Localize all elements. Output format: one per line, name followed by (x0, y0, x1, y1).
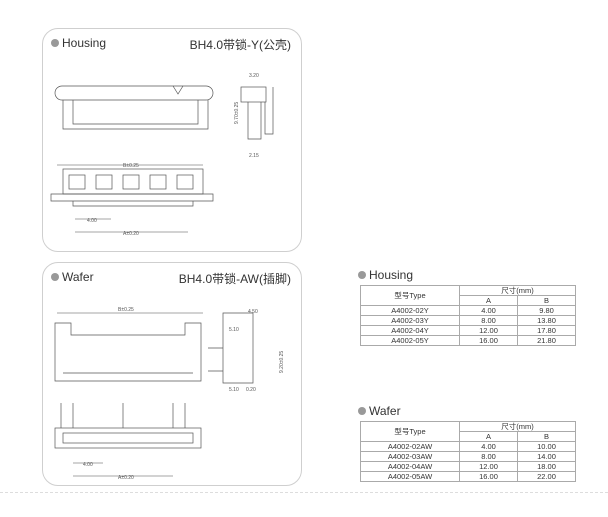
dim-height: 9.20±0.25 (279, 351, 285, 373)
dim-pin2: 5.10 (229, 387, 239, 393)
wafer-panel: Wafer BH4.0带锁-AW(插脚) B±0.25 4.50 5.10 9.… (42, 262, 302, 486)
panel-subtitle: BH4.0带锁-Y(公壳) (189, 38, 291, 52)
dim-foot: 2.15 (249, 153, 259, 159)
col-type: 型号Type (360, 421, 460, 442)
dim-b: B±0.25 (118, 307, 134, 313)
dim-a: A±0.20 (118, 475, 134, 481)
wafer-drawing (54, 312, 254, 477)
dim-height: 9.70±0.25 (234, 102, 240, 124)
bullet-icon (51, 39, 59, 47)
dim-pitch: 4.00 (83, 462, 93, 468)
bullet-icon (51, 273, 59, 281)
dim-pitch: 4.00 (87, 218, 97, 224)
col-b: B (517, 431, 576, 442)
col-type: 型号Type (360, 285, 460, 306)
pin-cavities (68, 174, 194, 190)
section-title: Wafer (369, 404, 401, 418)
dim-gap: 0.20 (246, 387, 256, 393)
col-b: B (517, 295, 576, 306)
col-a: A (459, 295, 518, 306)
housing-panel: Housing BH4.0带锁-Y(公壳) 3.20 9.70±0.25 2.1… (42, 28, 302, 252)
panel-subtitle: BH4.0带锁-AW(插脚) (178, 272, 291, 286)
bullet-icon (358, 271, 366, 279)
col-dim: 尺寸(mm) (459, 421, 576, 432)
divider (0, 492, 608, 493)
section-title: Housing (369, 268, 414, 282)
dim-width: 3.20 (249, 73, 259, 79)
col-dim: 尺寸(mm) (459, 285, 576, 296)
dim-pin: 5.10 (229, 327, 239, 333)
panel-title: Housing (62, 36, 107, 50)
dim-a: A±0.20 (123, 231, 139, 237)
dim-width: 4.50 (248, 309, 258, 315)
dim-b: B±0.25 (123, 163, 139, 169)
bullet-icon (358, 407, 366, 415)
housing-drawing (50, 85, 274, 233)
panel-title: Wafer (62, 270, 94, 284)
col-a: A (459, 431, 518, 442)
